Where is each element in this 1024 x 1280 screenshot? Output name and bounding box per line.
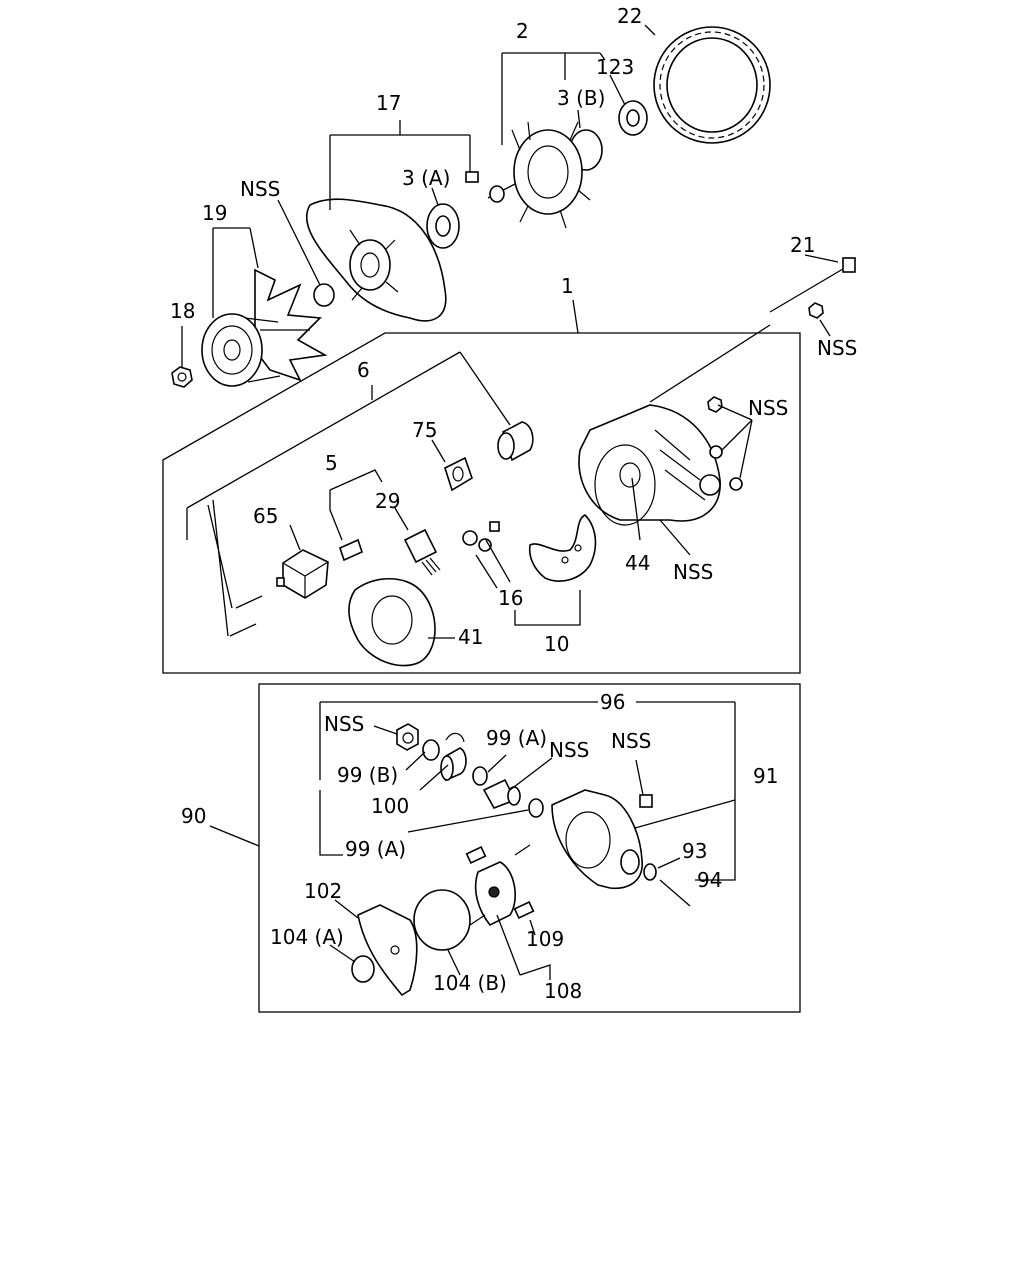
label-75: 75 <box>412 418 437 442</box>
label-41: 41 <box>458 625 483 649</box>
ring-99b-part <box>422 739 440 761</box>
label-nss-frame: NSS <box>673 560 713 584</box>
label-99a-top: 99 (A) <box>486 726 547 750</box>
label-nss-bolt: NSS <box>817 336 857 360</box>
label-108: 108 <box>544 979 582 1003</box>
stud-94-part <box>659 879 691 907</box>
label-10: 10 <box>544 632 569 656</box>
bearing-3a-part <box>426 203 460 249</box>
oring-104a-part <box>351 955 375 983</box>
stator-part <box>653 26 771 144</box>
nss-bolt-90-part <box>396 723 419 751</box>
nut-nss-part <box>808 302 824 319</box>
label-93: 93 <box>682 839 707 863</box>
screws-16-part <box>462 521 500 552</box>
label-3b: 3 (B) <box>557 86 605 110</box>
label-123: 123 <box>596 55 634 79</box>
oring-104b-part <box>413 889 471 951</box>
housing-91-part <box>551 789 643 889</box>
shaft-nss-part <box>482 778 521 809</box>
label-29: 29 <box>375 489 400 513</box>
rotor-part <box>487 121 603 229</box>
label-104b: 104 (B) <box>433 971 507 995</box>
bearing-123-part <box>618 100 648 136</box>
label-2: 2 <box>516 19 529 43</box>
regulator-part <box>276 549 329 599</box>
label-nss-spacer: NSS <box>240 177 280 201</box>
nut-18-part <box>171 366 193 388</box>
label-21: 21 <box>790 233 815 257</box>
label-19: 19 <box>202 201 227 225</box>
label-99a-bottom: 99 (A) <box>345 837 406 861</box>
label-17: 17 <box>376 91 401 115</box>
ring-93-part <box>643 863 657 881</box>
brush-holder-part <box>339 538 363 562</box>
label-nss-screw: NSS <box>611 729 651 753</box>
label-99b: 99 (B) <box>337 763 398 787</box>
front-bracket-part <box>305 198 447 322</box>
label-100: 100 <box>371 794 409 818</box>
spacer-part <box>313 283 335 307</box>
label-90: 90 <box>181 804 206 828</box>
label-3a: 3 (A) <box>402 166 450 190</box>
label-5: 5 <box>325 451 338 475</box>
label-18: 18 <box>170 299 195 323</box>
screw-17-part <box>465 171 479 183</box>
label-104a: 104 (A) <box>270 925 344 949</box>
label-22: 22 <box>617 4 642 28</box>
label-109: 109 <box>526 927 564 951</box>
fan-part <box>254 268 328 382</box>
ring-99a-top-part <box>472 766 488 786</box>
section-frame-1 <box>162 332 801 674</box>
label-nss-stud: NSS <box>549 738 589 762</box>
ring-99a-bottom-part <box>528 798 544 818</box>
pulley-part <box>201 313 281 387</box>
connector-29-part <box>403 528 441 576</box>
label-91: 91 <box>753 764 778 788</box>
label-1: 1 <box>561 274 574 298</box>
regulator-screws-part <box>229 595 263 637</box>
label-96: 96 <box>600 690 625 714</box>
label-65: 65 <box>253 504 278 528</box>
leader-lines <box>181 24 839 980</box>
label-44: 44 <box>625 551 650 575</box>
rear-bracket-part <box>578 404 721 526</box>
screw-nss-90-part <box>639 794 653 808</box>
gasket-75-part <box>444 456 473 492</box>
label-16: 16 <box>498 586 523 610</box>
sleeve-100-part <box>440 732 467 782</box>
label-6: 6 <box>357 358 370 382</box>
label-102: 102 <box>304 879 342 903</box>
label-nss-housing: NSS <box>748 396 788 420</box>
cover-102-part <box>357 904 418 997</box>
label-nss-terminal: NSS <box>324 712 364 736</box>
rear-nuts-part <box>707 396 743 491</box>
bushing-part <box>497 421 534 462</box>
section-frame-90 <box>258 683 801 1013</box>
insulator-plate-part <box>348 578 436 667</box>
label-94: 94 <box>697 868 722 892</box>
rotor-108-part <box>465 844 535 927</box>
rectifier-part <box>528 514 597 582</box>
through-bolt-part <box>769 257 856 313</box>
